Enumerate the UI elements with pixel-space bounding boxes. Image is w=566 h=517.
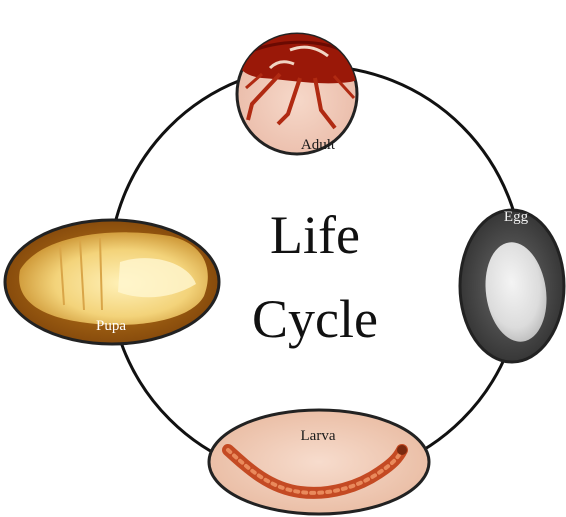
title-line-1: Life [230,208,400,262]
title-line-2: Cycle [230,292,400,346]
stage-label-larva: Larva [278,428,358,445]
stage-label-adult: Adult [278,137,358,154]
egg-stage [460,210,564,362]
larva-stage [209,410,429,514]
adult-stage [236,34,366,154]
stage-label-egg: Egg [476,209,556,226]
stage-label-pupa: Pupa [71,318,151,335]
